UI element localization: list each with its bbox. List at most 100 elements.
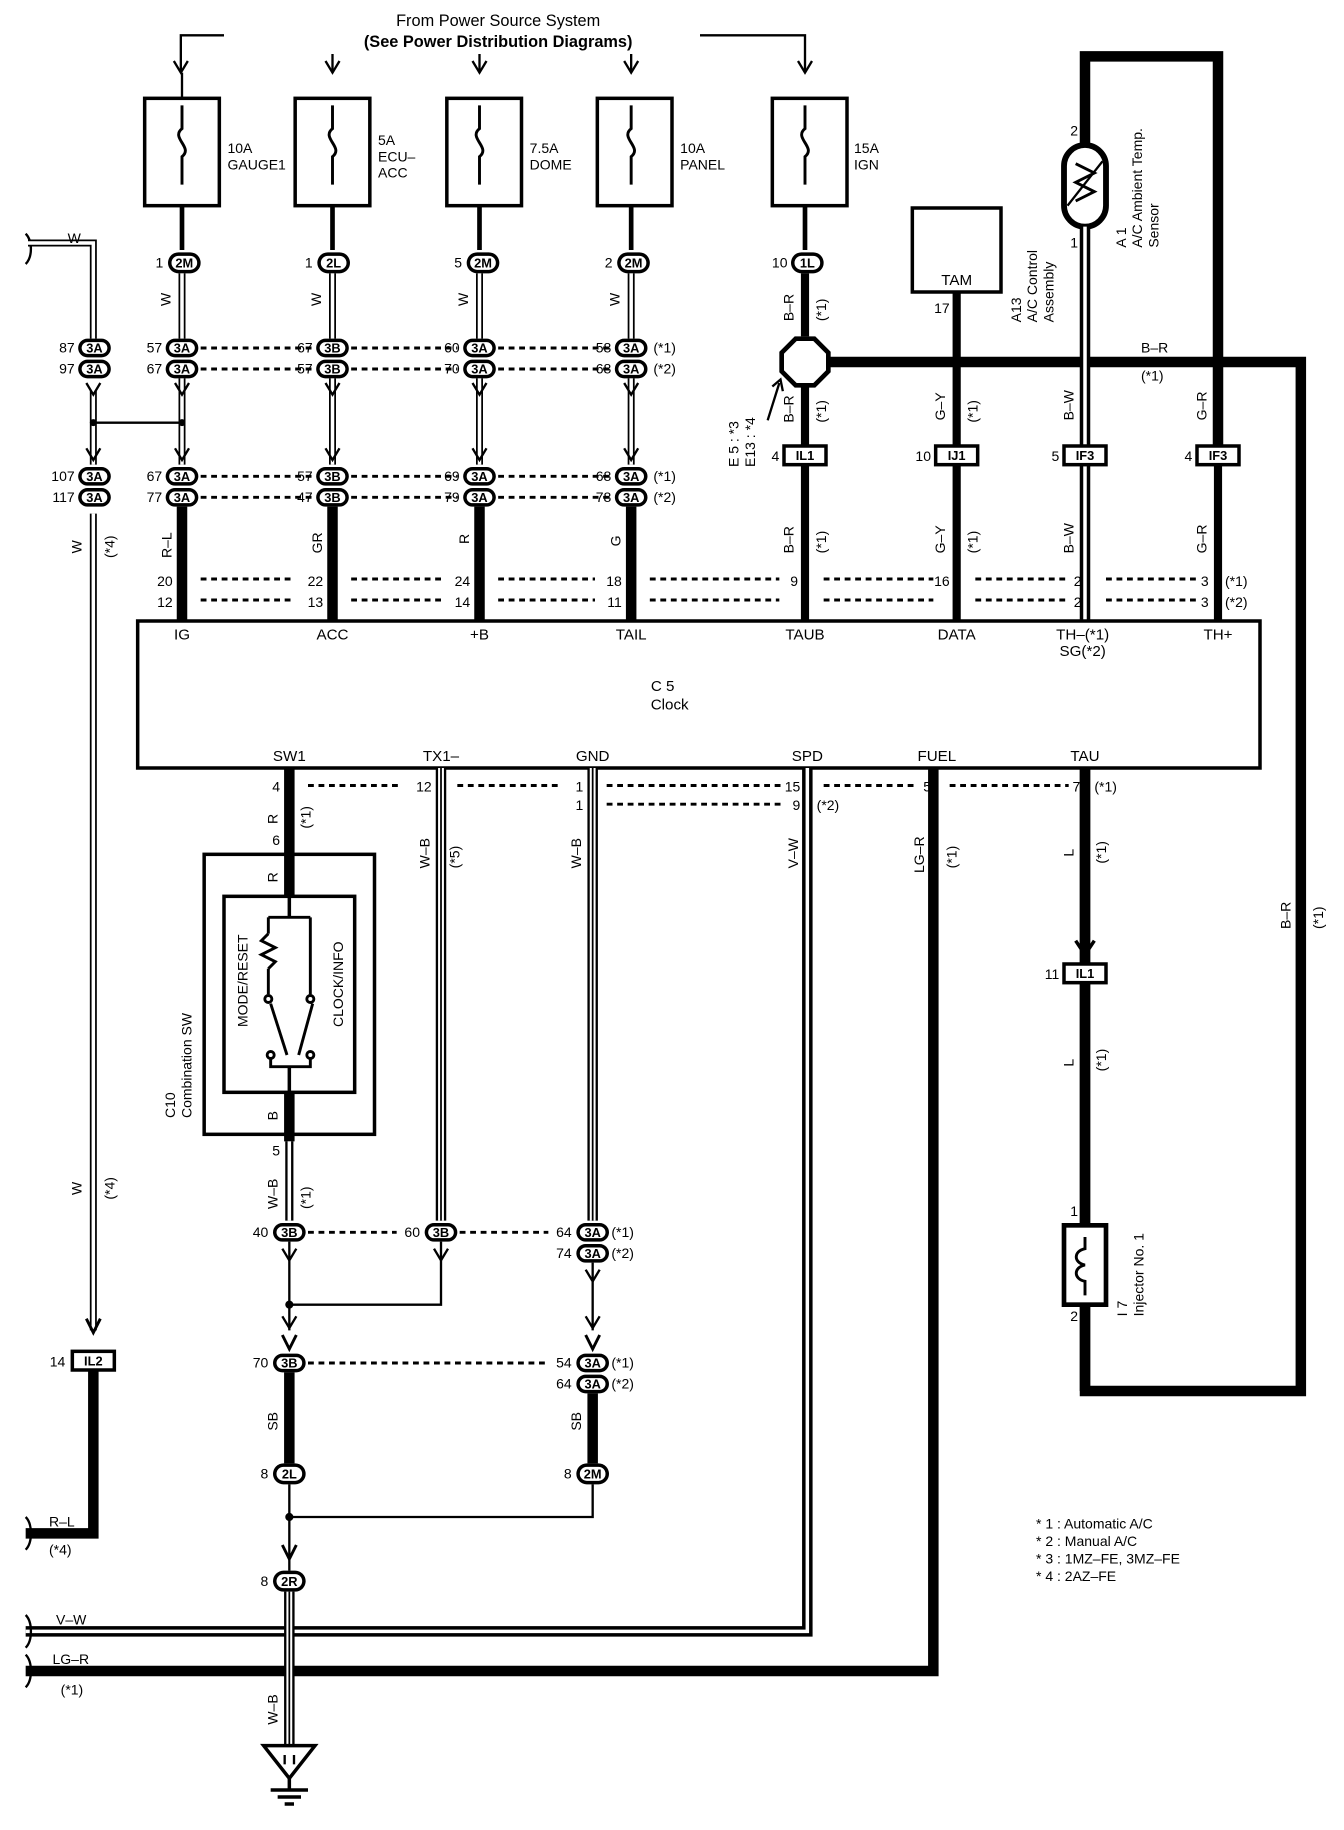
left-w-wire: [24, 232, 97, 1331]
note: (*2): [653, 489, 676, 505]
pin: 4: [772, 448, 780, 464]
connector-il1: [1062, 962, 1108, 985]
fuse-name: PANEL: [680, 156, 725, 172]
fuse-ecu-acc: 5A ECU– ACC: [293, 96, 416, 208]
fuse-name: DOME: [530, 156, 572, 172]
conn: 3A: [471, 362, 487, 377]
tau-injector-wire: [1074, 768, 1096, 1392]
conn: 3B: [324, 469, 340, 484]
pin: 60: [404, 1224, 420, 1240]
conn: 3A: [471, 341, 487, 356]
pin: 8: [564, 1466, 572, 1482]
il2-connector: IL2 14 R–L (*4): [25, 1318, 117, 1557]
fuse-rating: 15A: [854, 140, 880, 156]
legend-item: * 3 : 1MZ–FE, 3MZ–FE: [1036, 1551, 1180, 1567]
row2-wire-colors: W (*4) R–L GR R G: [69, 532, 624, 558]
conn: 2R: [281, 1574, 297, 1589]
ambient-name: Sensor: [1146, 203, 1162, 248]
wire-color: G–Y: [932, 392, 948, 421]
ground-icon: [260, 1743, 319, 1806]
pin: 24: [455, 573, 471, 589]
wire-color: SB: [568, 1412, 584, 1431]
pin: 2: [1074, 594, 1082, 610]
conn: 3A: [584, 1377, 600, 1392]
conn: 3A: [623, 341, 639, 356]
pin: 2: [1070, 123, 1078, 139]
lower-wiring: [281, 1241, 601, 1331]
wire-color: G: [608, 535, 624, 546]
wire-color: R: [456, 534, 472, 544]
note: (*4): [101, 535, 117, 558]
wire-color: R–L: [159, 532, 175, 558]
fuse-dome: 7.5A DOME: [445, 96, 572, 208]
fuse-connector-row: 2M 1 2L 1 2M 5 2M 2 1L 10: [156, 252, 824, 274]
pin: 40: [253, 1224, 269, 1240]
pin: 60: [444, 340, 460, 356]
fuse-gauge1: 10A GAUGE1: [142, 72, 286, 208]
pin: 10: [915, 448, 931, 464]
conn: 3B: [281, 1356, 297, 1371]
wire-color: W–B: [416, 838, 432, 868]
pin: 57: [147, 340, 163, 356]
pin: 79: [444, 489, 460, 505]
clock-top-pins: 20 12 22 13 24 14 18 11 9 16 2 2 3 3 (*1…: [157, 573, 1247, 610]
conn: 3A: [174, 469, 190, 484]
wire-color: B: [265, 1111, 281, 1120]
conn: 3A: [584, 1225, 600, 1240]
fuse-ign: 15A IGN: [770, 96, 880, 208]
injector-id: I 7: [1114, 1301, 1130, 1317]
connector-code: 2M: [625, 256, 643, 271]
wire-color: L: [1060, 1059, 1076, 1067]
spd-fuel-wires: [24, 768, 939, 1689]
ac-control-id: A13: [1008, 297, 1024, 322]
pin: 69: [444, 468, 460, 484]
terminal: TH+: [1203, 627, 1232, 644]
conn: IL1: [1076, 966, 1095, 981]
note: (*1): [297, 806, 313, 829]
pin: 9: [793, 797, 801, 813]
terminal: +B: [470, 627, 489, 644]
note: (*1): [653, 340, 676, 356]
pin: 5: [923, 778, 931, 794]
note: (*1): [813, 400, 829, 423]
wire-color: GR: [309, 532, 325, 553]
pin: 3: [1201, 594, 1209, 610]
terminal: GND: [576, 748, 610, 765]
injector-name: Injector No. 1: [1130, 1233, 1146, 1316]
connector-pin: 10: [772, 254, 788, 270]
pin: 87: [59, 340, 75, 356]
conn: 3A: [471, 490, 487, 505]
power-feed-lines: [172, 34, 814, 75]
conn: 3A: [86, 469, 102, 484]
wire-color: R: [265, 814, 281, 824]
terminal: SW1: [273, 748, 306, 765]
fuse-name: ECU–: [378, 148, 416, 164]
note: (*4): [101, 1177, 117, 1200]
wire-color: L: [1060, 849, 1076, 857]
conn: IF3: [1076, 448, 1095, 463]
connector-row-1: 3A 3A 3A 3A 3B 3B 3A 3A 3A 3A 87 97 57 6…: [59, 338, 676, 379]
injector: 1 2 I 7 Injector No. 1: [1061, 1203, 1146, 1324]
terminal: ACC: [317, 627, 349, 644]
pin: 117: [52, 489, 75, 505]
clock-name: Clock: [651, 697, 689, 714]
pin: 74: [556, 1245, 572, 1261]
connector-pin: 1: [156, 254, 164, 270]
pin: 70: [253, 1355, 269, 1371]
terminal: TAIL: [616, 627, 647, 644]
wire-color: G–R: [1193, 525, 1209, 554]
pin: 3: [1201, 573, 1209, 589]
note: (*1): [1141, 368, 1164, 384]
pin: 54: [556, 1355, 572, 1371]
conn: IJ1: [948, 448, 966, 463]
legend-item: * 1 : Automatic A/C: [1036, 1516, 1153, 1532]
pin: 47: [297, 489, 313, 505]
wire-note: (*1): [813, 299, 829, 322]
wire-color: B–R: [1141, 340, 1168, 356]
conn: 3B: [433, 1225, 449, 1240]
note: (*1): [965, 531, 981, 554]
fuse-output-arrows: [179, 205, 808, 251]
ambient-temp-sensor: 2 1 A 1 A/C Ambient Temp. Sensor B–W B–W…: [1060, 123, 1223, 622]
legend-item: * 2 : Manual A/C: [1036, 1533, 1137, 1549]
